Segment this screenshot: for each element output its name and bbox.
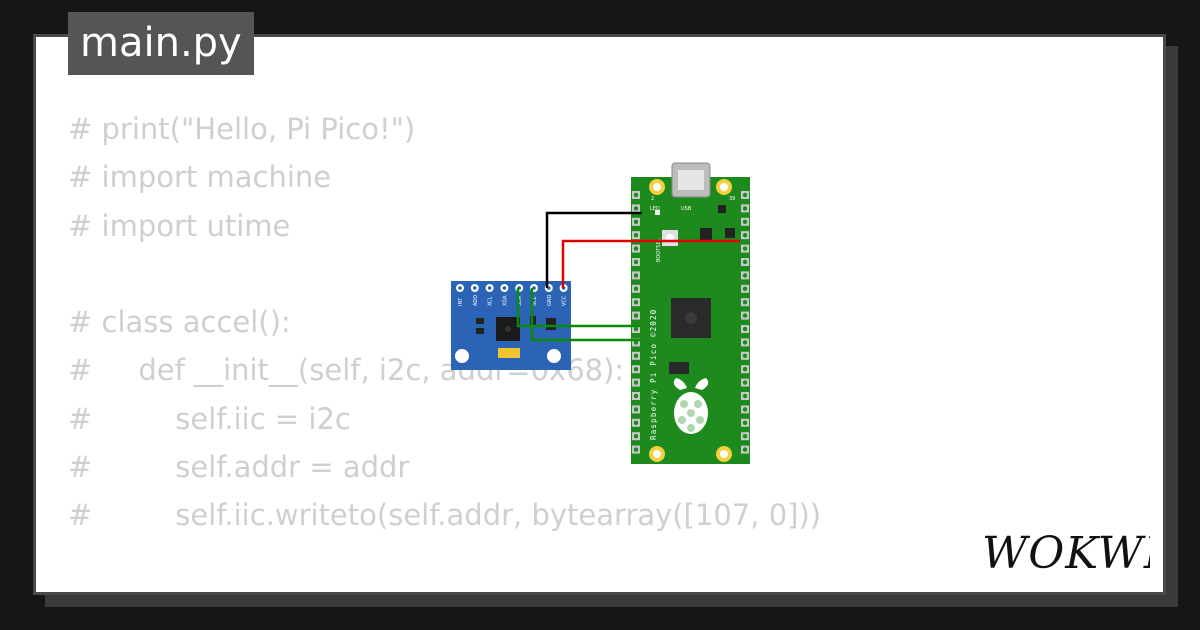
pico-pin-hole	[742, 233, 748, 238]
usb-label: USB	[681, 206, 692, 212]
code-line: # self.iic.writeto(self.addr, bytearray(…	[68, 498, 822, 533]
sensor-pin-label: VCC	[562, 295, 568, 306]
wires[interactable]	[516, 211, 740, 342]
pin-2-label: 2	[651, 196, 654, 202]
regulator	[700, 228, 712, 240]
pico-pin-hole	[742, 447, 748, 452]
sensor-pin-labels: INT ADD XCL XDA SDA SCL GND VCC	[458, 294, 568, 306]
pico-pin-hole	[742, 380, 748, 385]
sensor-pin-hole	[458, 286, 462, 290]
code-line: # import utime	[68, 208, 291, 243]
led-icon	[655, 210, 660, 215]
pico-pin-hole	[742, 367, 748, 372]
pico-pin-hole	[633, 313, 639, 318]
chip-dot-icon	[505, 326, 511, 332]
pico-pin-hole	[633, 380, 639, 385]
sensor-mount-hole-icon	[547, 349, 561, 363]
pico-pin-hole	[633, 393, 639, 399]
led-label: LED	[650, 206, 660, 212]
usb-port-icon	[678, 170, 704, 190]
mount-hole-icon	[653, 450, 661, 458]
code-line: # class accel():	[68, 305, 291, 340]
pico-pin-hole	[633, 286, 639, 291]
pico-pin-hole	[742, 219, 748, 224]
pin-39-label: 39	[729, 196, 735, 202]
smd-part	[718, 205, 726, 213]
pico-pin-hole	[633, 259, 639, 265]
gnd-wire[interactable]	[545, 211, 642, 288]
pico-pin-hole	[742, 192, 748, 198]
pico-board[interactable]: LED USB 2 39 BOOTSEL Raspberry Pi Pico ©…	[631, 162, 750, 464]
mount-hole-icon	[720, 450, 728, 458]
sensor-pin-label: SDA	[517, 295, 523, 306]
mount-hole-icon	[720, 183, 728, 191]
pico-pin-hole	[742, 286, 748, 291]
smd-part	[476, 318, 484, 324]
sensor-pin-label: GND	[547, 294, 553, 306]
code-line: # self.addr = addr	[68, 450, 410, 485]
pico-pin-hole	[742, 246, 748, 251]
pico-pin-hole	[742, 300, 748, 305]
pico-pin-hole	[633, 420, 639, 425]
smd-part	[546, 318, 556, 330]
wokwi-logo[interactable]: WOKWI	[980, 522, 1150, 580]
pico-pin-hole	[633, 434, 639, 439]
chip-logo-icon	[685, 312, 697, 324]
preview-card: # print("Hello, Pi Pico!") # import machi…	[33, 34, 1166, 595]
sensor-pin-label: XDA	[502, 295, 508, 306]
pico-pin-hole	[742, 393, 748, 399]
raspberry-pi-logo-icon	[673, 378, 709, 434]
pico-pin-hole	[742, 407, 748, 412]
pico-pin-hole	[633, 246, 639, 251]
sensor-led	[498, 348, 520, 358]
pico-pin-hole	[742, 326, 748, 332]
pico-pin-hole	[633, 192, 639, 198]
smd-part	[476, 328, 484, 334]
sensor-pin-hole	[502, 286, 507, 290]
code-view: # print("Hello, Pi Pico!") # import machi…	[68, 105, 822, 592]
pico-pin-hole	[633, 206, 639, 211]
sda-wire[interactable]	[516, 288, 640, 328]
vcc-wire[interactable]	[561, 239, 740, 288]
pico-pin-hole	[742, 340, 748, 345]
code-line: # print("Hello, Pi Pico!")	[68, 112, 416, 146]
flash-chip	[669, 362, 689, 374]
wokwi-logo-text: WOKWI	[982, 528, 1150, 579]
pico-pin-hole	[633, 219, 639, 224]
pico-pin-hole	[633, 407, 639, 412]
pico-pin-hole	[633, 367, 639, 372]
pico-pin-hole	[633, 233, 639, 238]
sensor-mount-hole-icon	[455, 349, 469, 363]
bootsel-label: BOOTSEL	[656, 238, 662, 262]
mount-hole-icon	[653, 183, 661, 191]
pico-silkscreen: Raspberry Pi Pico ©2020	[649, 309, 658, 440]
pico-pin-hole	[742, 259, 748, 265]
pico-pin-hole	[742, 420, 748, 425]
file-tab[interactable]: main.py	[68, 12, 254, 75]
pico-pin-hole	[633, 273, 639, 278]
smd-part	[725, 228, 735, 238]
pico-pin-hole	[633, 353, 639, 358]
pico-pin-hole	[742, 353, 748, 358]
code-line: # import machine	[68, 160, 332, 195]
pico-pin-hole	[633, 447, 639, 452]
pico-pin-hole	[633, 340, 639, 345]
sensor-pin-label: INT	[458, 297, 464, 306]
scl-wire[interactable]	[530, 288, 640, 342]
pico-pin-hole	[742, 434, 748, 439]
pico-pin-headers[interactable]	[632, 191, 749, 454]
sensor-pin-hole	[473, 286, 477, 290]
code-line: # self.iic = i2c	[68, 401, 351, 436]
sensor-pin-label: SCL	[532, 296, 538, 306]
pico-pin-hole	[742, 313, 748, 318]
sensor-pin-hole	[487, 286, 492, 290]
pico-pin-hole	[742, 273, 748, 278]
sensor-pin-label: ADD	[473, 295, 479, 306]
pico-pin-hole	[633, 326, 639, 332]
sensor-pin-label: XCL	[488, 296, 494, 306]
pico-pin-hole	[633, 300, 639, 305]
pico-pin-hole	[742, 206, 748, 211]
